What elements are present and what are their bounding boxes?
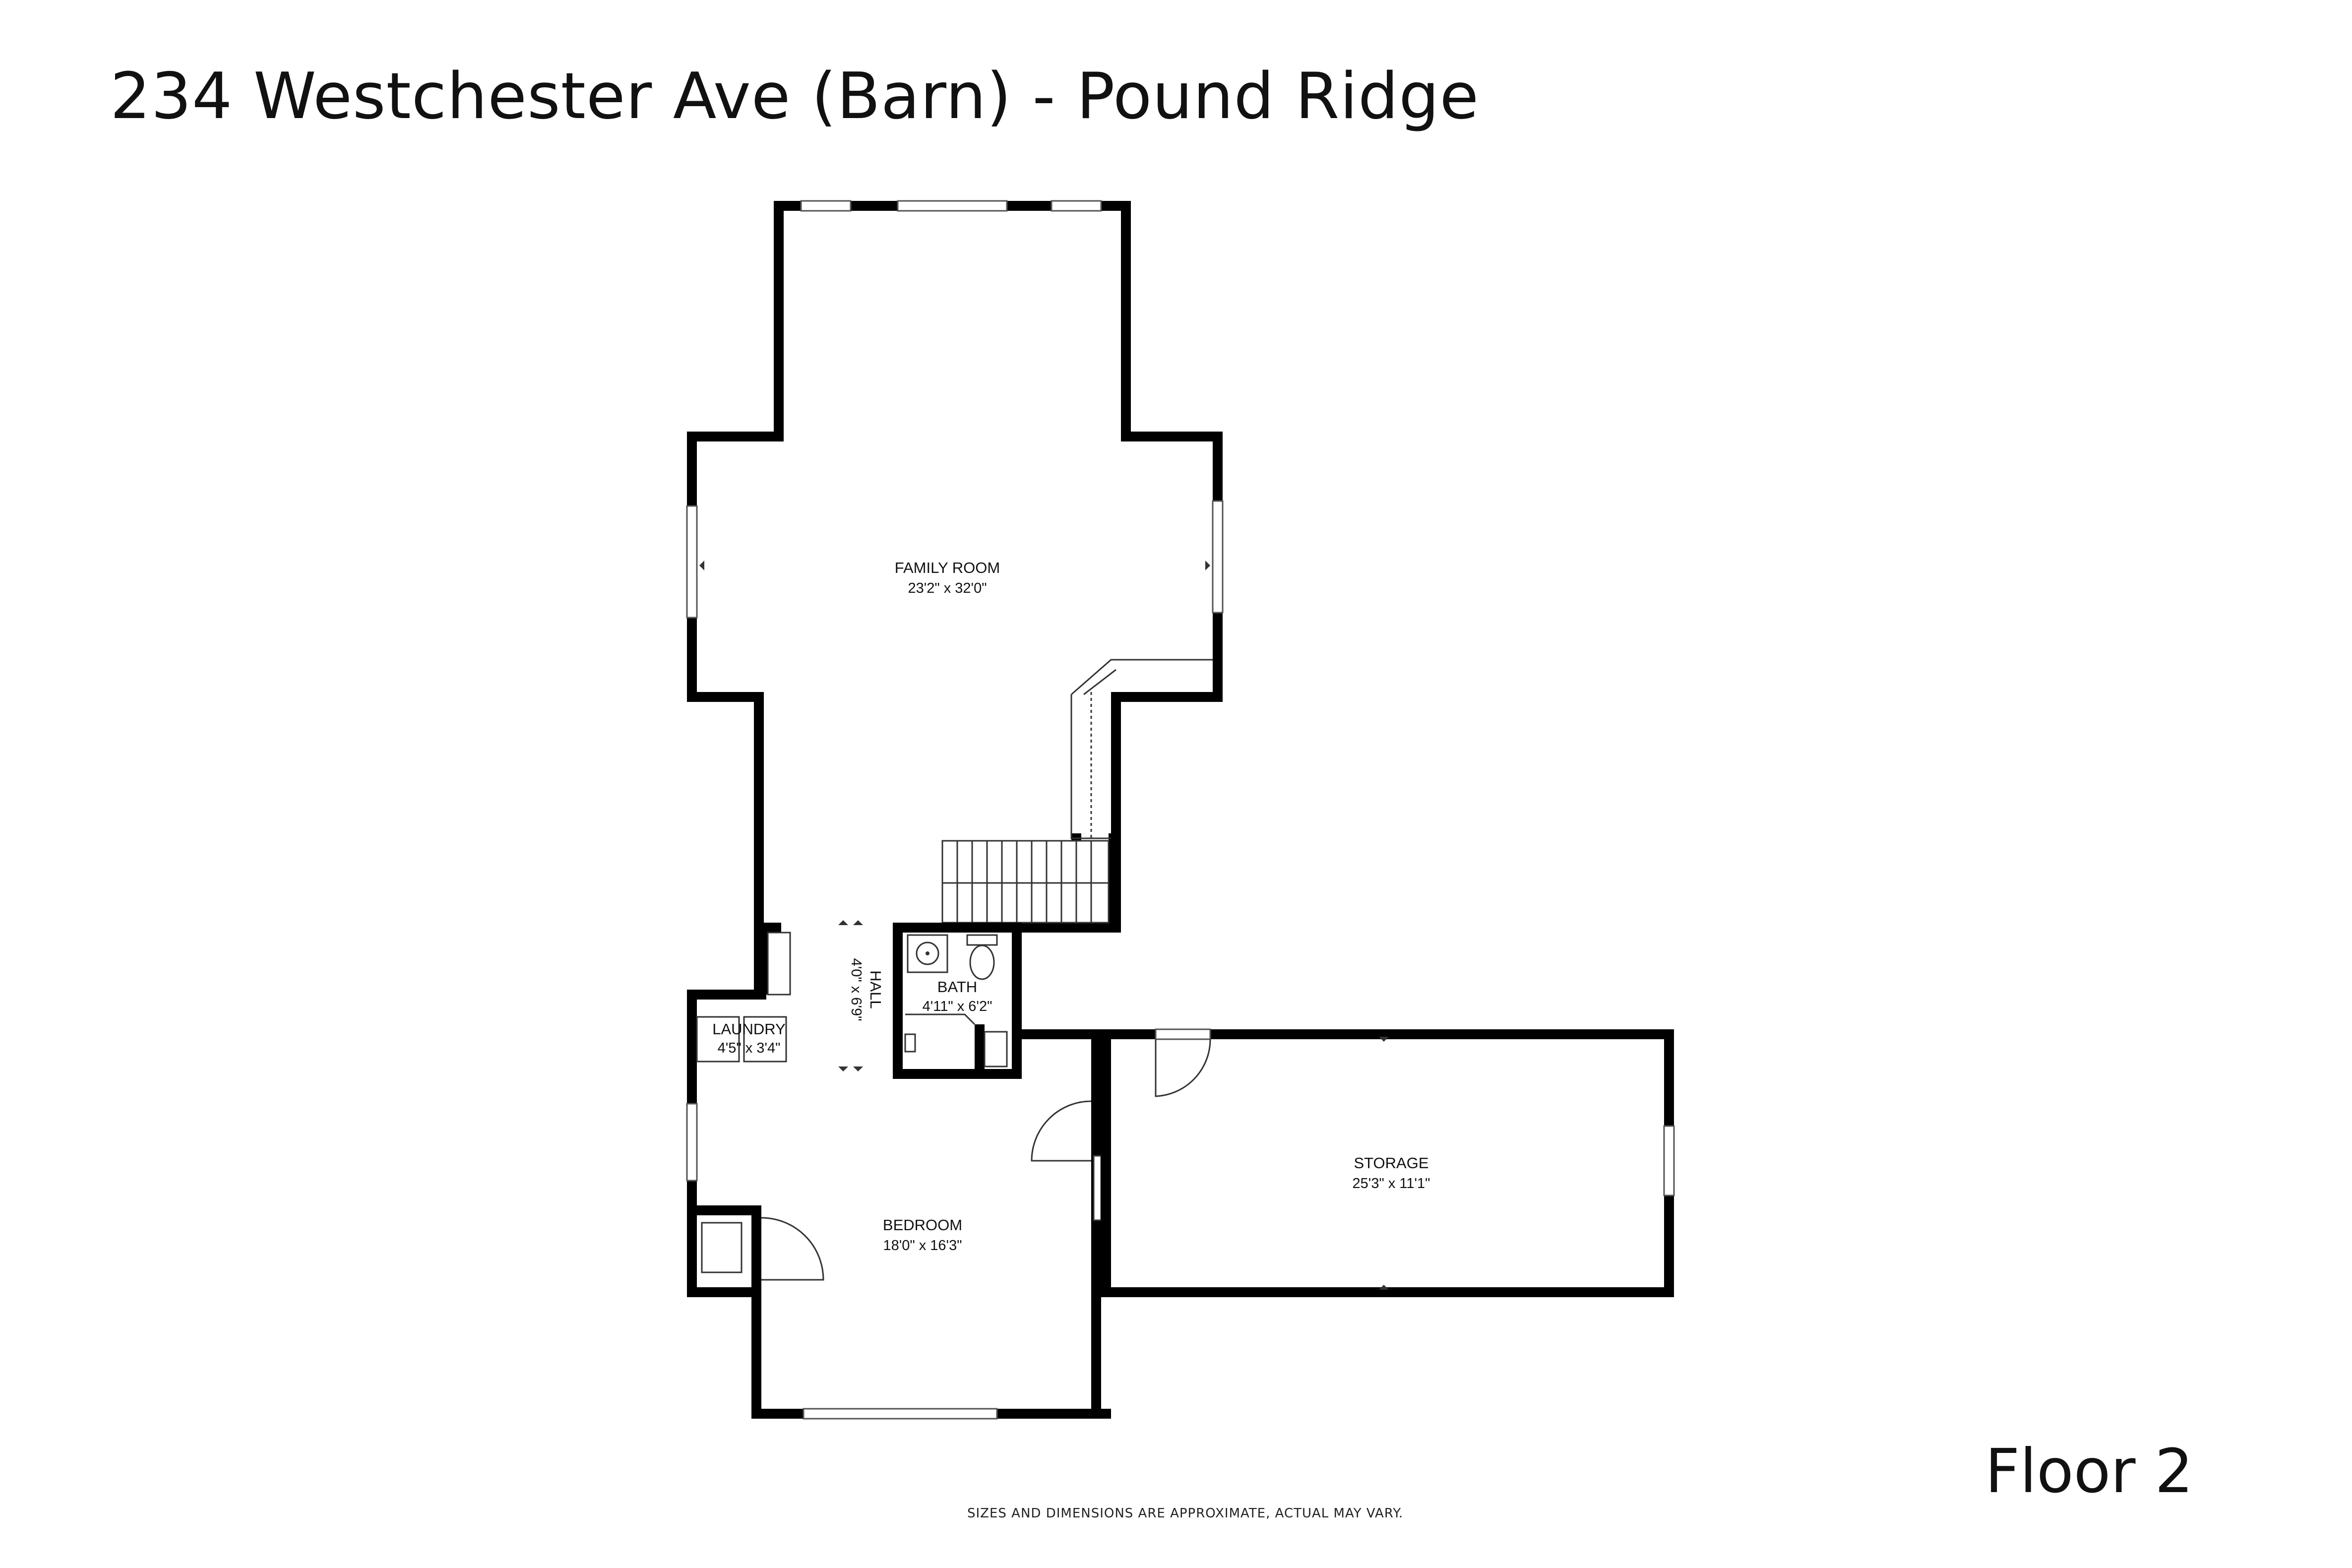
wall-markers [699,561,1389,1290]
family-room-dims: 23'2" x 32'0" [908,580,987,596]
laundry-dims: 4'5" x 3'4" [718,1040,781,1056]
family-room-name: FAMILY ROOM [895,559,1000,576]
bedroom-name: BEDROOM [883,1216,962,1234]
bedroom-features [686,1100,1102,1420]
bath-walls [893,923,1022,1079]
room-labels: FAMILY ROOM 23'2" x 32'0" HALL 4'0" x 6'… [712,559,1430,1254]
family-room-walls [687,201,1223,995]
laundry-appliances [696,932,791,1063]
laundry-name: LAUNDRY [712,1020,786,1038]
floor-label: Floor 2 [1985,1436,2193,1506]
staircase [941,659,1213,924]
storage-dims: 25'3" x 11'1" [1353,1176,1430,1192]
hall-dims: 4'0" x 6'9" [848,958,864,1021]
bedroom-dims: 18'0" x 16'3" [883,1238,962,1254]
bath-name: BATH [937,978,977,996]
family-room-windows [686,200,1224,619]
disclaimer-text: SIZES AND DIMENSIONS ARE APPROXIMATE, AC… [967,1506,1404,1521]
plan-title: 234 Westchester Ave (Barn) - Pound Ridge [110,60,1480,133]
bath-dims: 4'11" x 6'2" [923,999,992,1014]
bath-fixtures [904,934,1008,1067]
storage-name: STORAGE [1354,1154,1428,1172]
storage-features [1155,1028,1675,1196]
storage-walls [1022,1029,1674,1297]
hall-name: HALL [867,970,884,1009]
